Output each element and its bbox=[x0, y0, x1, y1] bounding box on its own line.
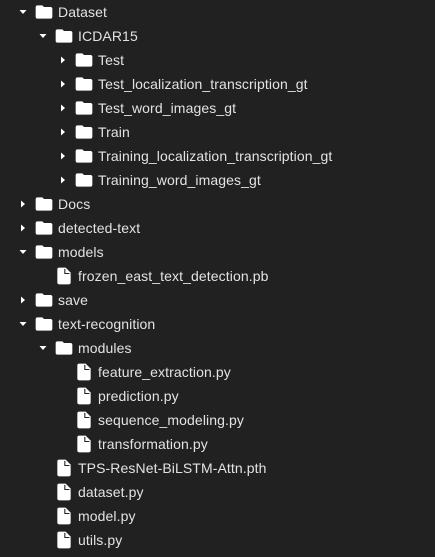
caret-right-icon[interactable] bbox=[18, 295, 28, 305]
folder-icon bbox=[74, 170, 94, 190]
tree-file-tps-resnet-bilstm-attn-pth[interactable]: TPS-ResNet-BiLSTM-Attn.pth bbox=[0, 456, 267, 480]
file-icon bbox=[74, 410, 94, 430]
tree-folder-save[interactable]: save bbox=[0, 288, 88, 312]
tree-item-label: Training_localization_transcription_gt bbox=[98, 148, 333, 164]
tree-item-label: feature_extraction.py bbox=[98, 364, 231, 380]
caret-down-icon[interactable] bbox=[18, 319, 28, 329]
tree-item-label: Test bbox=[98, 52, 125, 68]
tree-file-model-py[interactable]: model.py bbox=[0, 504, 136, 528]
tree-item-label: save bbox=[58, 292, 88, 308]
tree-file-transformation-py[interactable]: transformation.py bbox=[0, 432, 208, 456]
tree-file-frozen-east-text-detection-pb[interactable]: frozen_east_text_detection.pb bbox=[0, 264, 268, 288]
tree-folder-train[interactable]: Train bbox=[0, 120, 130, 144]
tree-item-label: utils.py bbox=[78, 532, 123, 548]
folder-icon bbox=[34, 314, 54, 334]
tree-file-utils-py[interactable]: utils.py bbox=[0, 528, 122, 552]
tree-folder-text-recognition[interactable]: text-recognition bbox=[0, 312, 155, 336]
file-icon bbox=[54, 530, 74, 550]
tree-item-label: modules bbox=[78, 340, 132, 356]
folder-icon bbox=[34, 194, 54, 214]
tree-item-label: ICDAR15 bbox=[78, 28, 138, 44]
file-icon bbox=[74, 362, 94, 382]
tree-item-label: frozen_east_text_detection.pb bbox=[78, 268, 269, 284]
tree-folder-dataset[interactable]: Dataset bbox=[0, 0, 107, 24]
tree-item-label: Docs bbox=[58, 196, 91, 212]
file-icon bbox=[54, 266, 74, 286]
tree-folder-training-localization-transcription-gt[interactable]: Training_localization_transcription_gt bbox=[0, 144, 332, 168]
folder-icon bbox=[74, 74, 94, 94]
tree-item-label: models bbox=[58, 244, 104, 260]
tree-item-label: model.py bbox=[78, 508, 136, 524]
tree-file-prediction-py[interactable]: prediction.py bbox=[0, 384, 179, 408]
tree-item-label: Train bbox=[98, 124, 130, 140]
tree-item-label: Training_word_images_gt bbox=[98, 172, 261, 188]
caret-right-icon[interactable] bbox=[58, 103, 68, 113]
folder-icon bbox=[34, 242, 54, 262]
tree-item-label: transformation.py bbox=[98, 436, 208, 452]
tree-item-label: prediction.py bbox=[98, 388, 179, 404]
tree-file-feature-extraction-py[interactable]: feature_extraction.py bbox=[0, 360, 231, 384]
caret-right-icon[interactable] bbox=[58, 55, 68, 65]
tree-item-label: Test_word_images_gt bbox=[98, 100, 237, 116]
folder-icon bbox=[54, 26, 74, 46]
tree-folder-icdar15[interactable]: ICDAR15 bbox=[0, 24, 138, 48]
folder-icon bbox=[34, 290, 54, 310]
tree-item-label: Test_localization_transcription_gt bbox=[98, 76, 308, 92]
tree-folder-modules[interactable]: modules bbox=[0, 336, 132, 360]
caret-down-icon[interactable] bbox=[18, 7, 28, 17]
tree-item-label: text-recognition bbox=[58, 316, 156, 332]
file-icon bbox=[74, 386, 94, 406]
tree-item-label: detected-text bbox=[58, 220, 141, 236]
caret-right-icon[interactable] bbox=[58, 79, 68, 89]
folder-icon bbox=[74, 50, 94, 70]
folder-icon bbox=[74, 98, 94, 118]
caret-down-icon[interactable] bbox=[38, 343, 48, 353]
folder-icon bbox=[54, 338, 74, 358]
tree-folder-detected-text[interactable]: detected-text bbox=[0, 216, 140, 240]
tree-file-sequence-modeling-py[interactable]: sequence_modeling.py bbox=[0, 408, 244, 432]
folder-icon bbox=[34, 218, 54, 238]
tree-item-label: dataset.py bbox=[78, 484, 144, 500]
folder-icon bbox=[34, 2, 54, 22]
tree-item-label: TPS-ResNet-BiLSTM-Attn.pth bbox=[78, 460, 267, 476]
folder-icon bbox=[74, 122, 94, 142]
caret-down-icon[interactable] bbox=[18, 247, 28, 257]
tree-folder-test-word-images-gt[interactable]: Test_word_images_gt bbox=[0, 96, 236, 120]
tree-folder-docs[interactable]: Docs bbox=[0, 192, 90, 216]
caret-right-icon[interactable] bbox=[58, 127, 68, 137]
caret-right-icon[interactable] bbox=[58, 151, 68, 161]
tree-file-dataset-py[interactable]: dataset.py bbox=[0, 480, 144, 504]
file-icon bbox=[74, 434, 94, 454]
folder-icon bbox=[74, 146, 94, 166]
tree-folder-test[interactable]: Test bbox=[0, 48, 124, 72]
tree-folder-models[interactable]: models bbox=[0, 240, 104, 264]
caret-right-icon[interactable] bbox=[18, 223, 28, 233]
file-icon bbox=[54, 506, 74, 526]
tree-item-label: Dataset bbox=[58, 4, 107, 20]
tree-folder-test-localization-transcription-gt[interactable]: Test_localization_transcription_gt bbox=[0, 72, 308, 96]
file-icon bbox=[54, 458, 74, 478]
caret-right-icon[interactable] bbox=[18, 199, 28, 209]
caret-right-icon[interactable] bbox=[58, 175, 68, 185]
file-icon bbox=[54, 482, 74, 502]
tree-folder-training-word-images-gt[interactable]: Training_word_images_gt bbox=[0, 168, 261, 192]
caret-down-icon[interactable] bbox=[38, 31, 48, 41]
tree-item-label: sequence_modeling.py bbox=[98, 412, 244, 428]
